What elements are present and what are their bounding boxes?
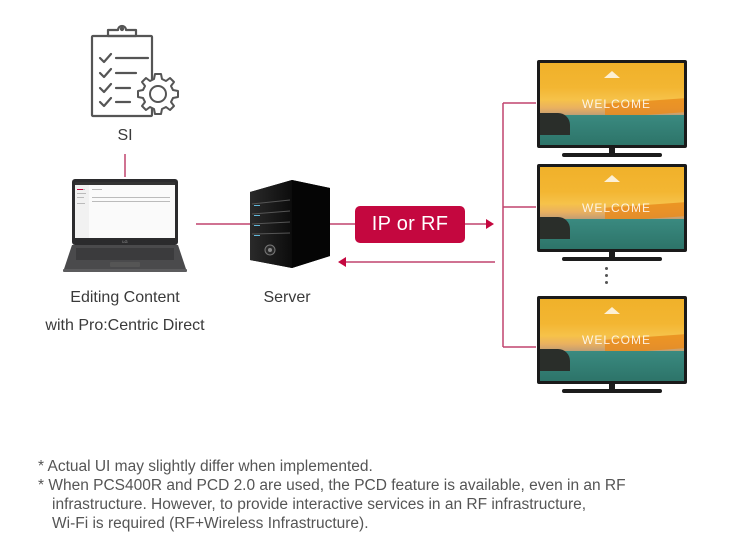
laptop-icon: LG [63,179,187,272]
server-tower-icon [250,180,330,268]
svg-text:LG: LG [122,239,127,244]
tv-welcome-text: WELCOME [582,97,652,111]
more-tvs-ellipsis-icon [605,267,608,288]
tv-welcome-text: WELCOME [582,201,652,215]
tv-1: WELCOME [537,60,687,157]
tv-screen: WELCOME [537,164,687,252]
tv-screen: WELCOME [537,60,687,148]
footnote-2-line2: infrastructure. However, to provide inte… [52,496,587,513]
laptop-label-line1: Editing Content [70,289,180,306]
server-node [248,178,332,270]
tv-3: WELCOME [537,296,687,393]
footnote-2-line1: * When PCS400R and PCD 2.0 are used, the… [38,477,626,494]
server-label: Server [263,289,311,306]
tv-screen: WELCOME [537,296,687,384]
footnote-1: * Actual UI may slightly differ when imp… [38,458,373,475]
hotel-logo-icon [604,71,620,78]
footnote-2-line3: Wi-Fi is required (RF+Wireless Infrastru… [52,515,369,532]
laptop-label-line2: with Pro:Centric Direct [45,317,205,334]
si-node [88,22,188,122]
laptop-node: LG [62,177,188,273]
tv-welcome-text: WELCOME [582,333,652,347]
checklist-gear-icon [90,24,179,118]
tv-2: WELCOME [537,164,687,261]
si-label: SI [117,127,133,144]
forward-arrowhead [486,219,494,229]
hotel-logo-icon [604,307,620,314]
return-arrowhead [338,257,346,267]
hotel-logo-icon [604,175,620,182]
connection-type-badge: IP or RF [355,206,465,243]
